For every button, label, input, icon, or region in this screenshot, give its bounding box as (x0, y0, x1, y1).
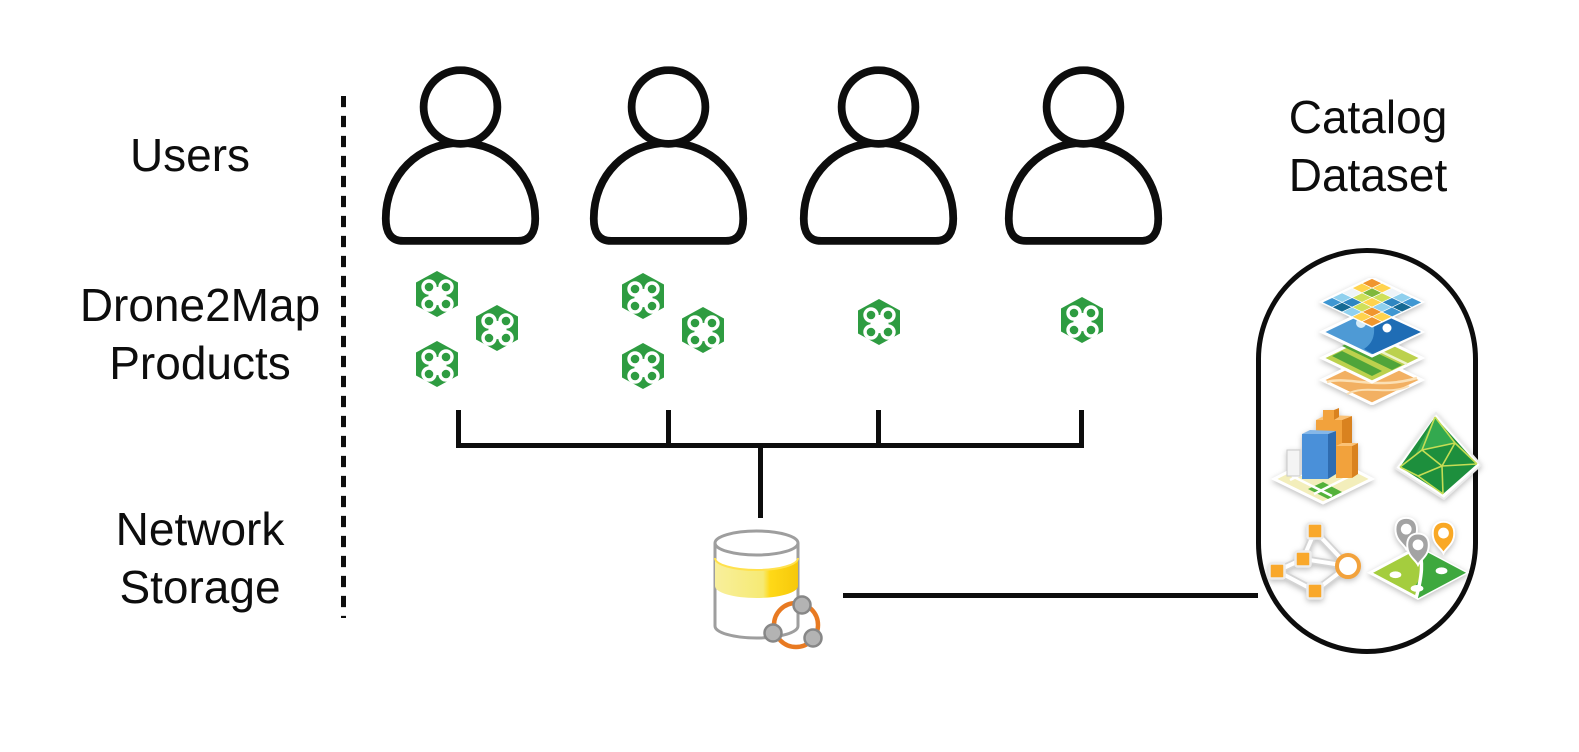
catalog-label-line1: Catalog (1288, 91, 1448, 143)
geodatabase-icon (713, 529, 823, 650)
catalog-label-line2: Dataset (1288, 149, 1448, 201)
storage-label-line1: Network (115, 503, 285, 555)
bracket-horizontal-line (456, 443, 1084, 448)
network-graph-icon (1268, 522, 1361, 600)
map-pins-icon (1366, 516, 1470, 600)
catalog-dataset-label: Catalog Dataset (1238, 88, 1498, 204)
user-icon (586, 66, 751, 246)
layers-stack-icon (1318, 278, 1426, 405)
bracket-tick-3 (876, 410, 881, 448)
drone2map-product-icon (475, 304, 519, 352)
drone2map-product-icon (681, 306, 725, 354)
users-label-text: Users (129, 129, 251, 181)
buildings-3d-icon (1270, 408, 1376, 505)
drone2map-product-icon (857, 298, 901, 346)
user-icon (378, 66, 543, 246)
bracket-tick-1 (456, 410, 461, 448)
drone2map-product-icon (415, 340, 459, 388)
user-icon (796, 66, 961, 246)
tin-terrain-icon (1393, 411, 1483, 501)
drone2map-product-icon (1060, 296, 1104, 344)
drone2map-products-label: Drone2Map Products (30, 276, 370, 392)
bracket-drop-line (758, 446, 763, 518)
products-label-line2: Products (109, 337, 291, 389)
storage-to-catalog-connector (843, 593, 1258, 598)
user-icon (1001, 66, 1166, 246)
drone2map-product-icon (621, 342, 665, 390)
drone2map-product-icon (415, 270, 459, 318)
bracket-tick-2 (666, 410, 671, 448)
network-storage-label: Network Storage (40, 500, 360, 616)
storage-label-line2: Storage (119, 561, 281, 613)
drone2map-product-icon (621, 272, 665, 320)
products-label-line1: Drone2Map (79, 279, 321, 331)
users-label: Users (40, 126, 340, 184)
dashed-divider (341, 96, 346, 618)
bracket-tick-4 (1079, 410, 1084, 448)
